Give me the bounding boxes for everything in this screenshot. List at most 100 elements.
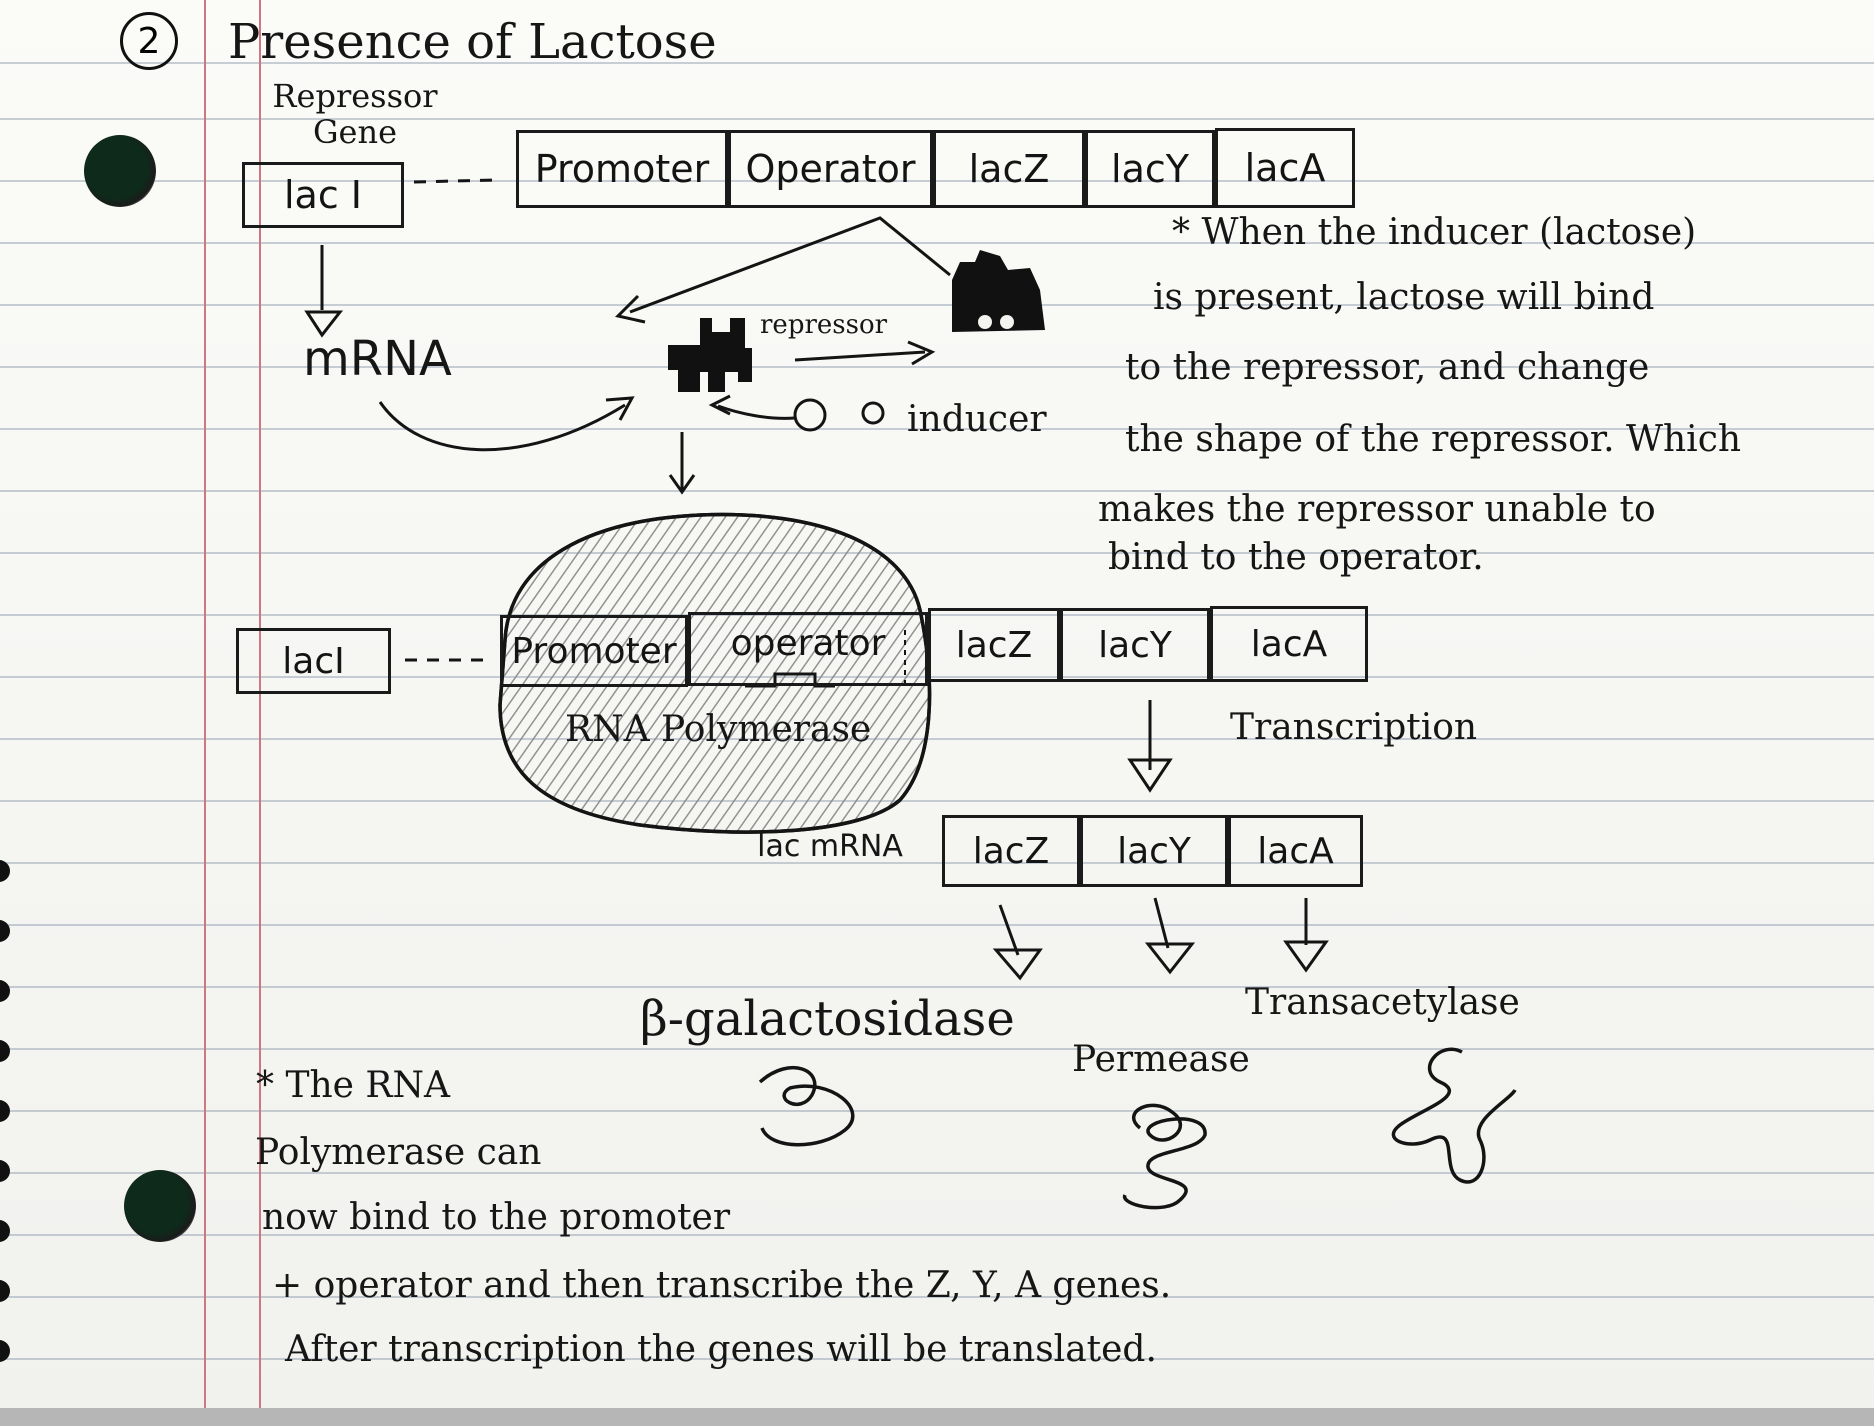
permease-protein-icon xyxy=(1123,1103,1207,1210)
inducer-note-line: bind to the operator. xyxy=(1108,537,1484,578)
mrna-box-lacy: lacY xyxy=(1080,815,1228,887)
inducer-note-line: * When the inducer (lactose) xyxy=(1172,212,1697,253)
rna-polymerase-shape xyxy=(498,512,932,834)
protein-beta-galactosidase-label: β-galactosidase xyxy=(640,991,1015,1047)
spiral-dot xyxy=(0,1220,10,1242)
mrna-box-laca: lacA xyxy=(1228,815,1363,887)
arrowhead-icon xyxy=(1283,940,1329,973)
gene-box-lacy: lacY xyxy=(1060,608,1210,682)
margin-line xyxy=(204,0,206,1410)
lac-mrna-label: lac mRNA xyxy=(757,829,903,864)
rule-line xyxy=(0,62,1874,64)
inducer-molecule-icon xyxy=(861,401,885,425)
gene-box-lacz: lacZ xyxy=(928,608,1060,682)
protein-transacetylase-label: Transacetylase xyxy=(1245,982,1520,1023)
inducer-note-line: the shape of the repressor. Which xyxy=(1125,419,1742,460)
rule-line xyxy=(0,1048,1874,1050)
arrowhead-icon xyxy=(1144,942,1196,975)
margin-line xyxy=(259,0,261,1410)
page-number: 2 xyxy=(120,12,178,70)
spiral-dot xyxy=(0,1040,10,1062)
inducer-arrow xyxy=(717,404,796,420)
inactive-repressor-icon xyxy=(952,250,1045,332)
protein-permease-label: Permease xyxy=(1072,1039,1250,1080)
polymerase-note-line: + operator and then transcribe the Z, Y,… xyxy=(272,1265,1172,1306)
transcription-label: Transcription xyxy=(1230,707,1478,748)
repressor-icon xyxy=(668,318,752,392)
spiral-dot xyxy=(0,1160,10,1182)
rule-line xyxy=(0,366,1874,368)
inducer-note-line: is present, lactose will bind xyxy=(1153,277,1655,318)
rule-line xyxy=(0,304,1874,306)
repressor-gene-label: Repressor Gene xyxy=(272,77,438,151)
gene-box-laci: lacI xyxy=(236,628,391,694)
gene-box-operator: operator xyxy=(688,612,928,686)
arrowhead-icon xyxy=(1127,758,1173,793)
polymerase-note-line: After transcription the genes will be tr… xyxy=(285,1329,1157,1370)
rule-line xyxy=(0,1358,1874,1360)
spiral-dot xyxy=(0,1340,10,1362)
gene-box-lacy: lacY xyxy=(1085,130,1215,208)
rule-line xyxy=(0,490,1874,492)
gene-box-laca: lacA xyxy=(1210,606,1368,682)
binder-hole xyxy=(84,135,156,207)
gene-box-operator: Operator xyxy=(728,130,933,208)
arrowhead-icon xyxy=(605,396,635,421)
spiral-dot xyxy=(0,980,10,1002)
gene-box-laca: lacA xyxy=(1215,128,1355,208)
arrowhead-icon xyxy=(708,394,731,416)
rule-line xyxy=(0,1234,1874,1236)
polymerase-note-line: now bind to the promoter xyxy=(262,1197,731,1238)
spiral-dot xyxy=(0,860,10,882)
gene-box-promoter: Promoter xyxy=(500,615,688,687)
polymerase-note-line: * The RNA xyxy=(256,1065,450,1106)
dash-connector xyxy=(413,178,496,184)
arrowhead-icon xyxy=(907,340,936,366)
translation-arrow xyxy=(998,904,1020,956)
inducer-molecule-icon xyxy=(793,398,827,432)
gene-box-lacz: lacZ xyxy=(933,130,1085,208)
binder-hole xyxy=(124,1170,196,1242)
mrna-to-repressor-arrow xyxy=(378,401,626,452)
arrowhead-icon xyxy=(304,310,344,338)
inducer-note-line: to the repressor, and change xyxy=(1125,347,1650,388)
rule-line xyxy=(0,986,1874,988)
polymerase-note-line: Polymerase can xyxy=(255,1132,542,1173)
mrna-box-lacz: lacZ xyxy=(942,815,1080,887)
gene-box-laci: lac I xyxy=(242,162,404,228)
operator-bump xyxy=(745,672,835,688)
rule-line xyxy=(0,180,1874,182)
inducer-note-line: makes the repressor unable to xyxy=(1098,489,1656,530)
spiral-dot xyxy=(0,920,10,942)
arrowhead-icon xyxy=(992,948,1043,981)
rule-line xyxy=(0,1172,1874,1174)
inducer-label: inducer xyxy=(907,399,1047,440)
page-bottom-edge xyxy=(0,1408,1874,1426)
rule-line xyxy=(0,924,1874,926)
operator-binding-arrow xyxy=(629,216,951,314)
gene-box-promoter: Promoter xyxy=(516,130,728,208)
spiral-dot xyxy=(0,1100,10,1122)
page-title: Presence of Lactose xyxy=(228,14,717,70)
page-number-text: 2 xyxy=(137,20,161,62)
rule-line xyxy=(0,862,1874,864)
beta-galactosidase-protein-icon xyxy=(758,1065,855,1147)
rule-line xyxy=(0,1296,1874,1298)
repressor-change-arrow xyxy=(794,350,926,362)
rule-line xyxy=(0,676,1874,678)
rule-line xyxy=(0,800,1874,802)
rule-line xyxy=(0,1110,1874,1112)
rule-line xyxy=(0,428,1874,430)
translation-arrow xyxy=(1153,897,1170,949)
rule-line xyxy=(0,552,1874,554)
mrna-label: mRNA xyxy=(303,331,452,387)
rna-polymerase-label: RNA Polymerase xyxy=(565,709,872,750)
rule-line xyxy=(0,242,1874,244)
arrowhead-icon xyxy=(615,294,646,324)
rule-line xyxy=(0,118,1874,120)
transacetylase-protein-icon xyxy=(1391,1047,1517,1184)
rule-line xyxy=(0,738,1874,740)
rule-line xyxy=(0,614,1874,616)
